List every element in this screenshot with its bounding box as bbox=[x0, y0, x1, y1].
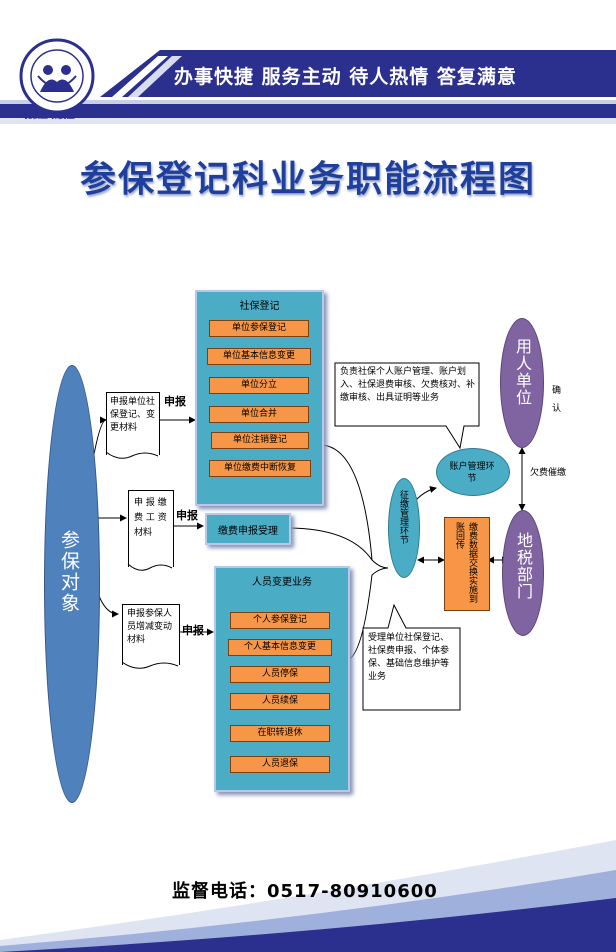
account-note-callout bbox=[334, 362, 480, 450]
personnel-change-panel: 人员变更业务 个人参保登记 个人基本信息变更 人员停保 人员续保 在职转退休 人… bbox=[214, 566, 350, 792]
logo: 促就业 保民生 bbox=[10, 36, 104, 126]
doc-wave bbox=[121, 661, 179, 669]
payment-declare-panel: 缴费申报受理 bbox=[205, 513, 291, 545]
personal-basic-info-change: 个人基本信息变更 bbox=[228, 639, 332, 656]
unit-payment-interrupt-restore: 单位缴费中断恢复 bbox=[209, 460, 311, 477]
phone-number: 0517-80910600 bbox=[267, 881, 438, 902]
personnel-continue-insurance: 人员续保 bbox=[230, 693, 330, 710]
page-title: 参保登记科业务职能流程图 bbox=[79, 158, 536, 200]
collection-note-callout bbox=[362, 604, 461, 711]
account-note: 负责社保个人账户管理、账户划入、社保退费审核、欠费核对、补缴审核、出具证明等业务 bbox=[340, 367, 476, 403]
unit-merge: 单位合并 bbox=[209, 406, 309, 423]
collection-node bbox=[388, 478, 420, 578]
payment-declare-title: 缴费申报受理 bbox=[218, 526, 278, 537]
personnel-stop-insurance: 人员停保 bbox=[230, 666, 330, 683]
doc3-text: 申报参保人员增减变动材料 bbox=[127, 609, 173, 645]
account-node bbox=[436, 448, 510, 496]
in-service-to-retirement: 在职转退休 bbox=[230, 725, 330, 742]
declare-label-2: 申报 bbox=[176, 509, 198, 522]
footer-waves bbox=[0, 840, 616, 952]
subject-label: 参保对象 bbox=[58, 530, 80, 614]
employer-ellipse bbox=[500, 318, 544, 448]
tax-dept-label: 地税部门 bbox=[514, 532, 533, 600]
data-exchange-box bbox=[444, 517, 490, 611]
arrears-label: 欠费催缴 bbox=[530, 468, 567, 478]
collection-note: 受理单位社保登记、社保费申报、个体参保、基础信息维护等业务 bbox=[368, 633, 450, 682]
personal-enroll-registration: 个人参保登记 bbox=[230, 612, 330, 629]
doc-wave bbox=[105, 451, 159, 459]
social-registration-panel: 社保登记 单位参保登记 单位基本信息变更 单位分立 单位合并 单位注销登记 单位… bbox=[195, 290, 324, 506]
logo-slogan: 促就业 保民生 bbox=[24, 111, 75, 120]
phone-label: 监督电话： bbox=[172, 881, 267, 902]
document-payment-salary bbox=[128, 490, 174, 567]
social-registration-title: 社保登记 bbox=[239, 301, 280, 312]
doc1-text: 申报单位社保登记、变更材料 bbox=[110, 397, 156, 433]
data-exchange-label: 缴费数据交换实施到账回传 bbox=[454, 522, 477, 603]
declare-label-3: 申报 bbox=[182, 624, 204, 637]
collection-node-label: 征缴管理环节 bbox=[398, 490, 408, 544]
unit-enroll-registration: 单位参保登记 bbox=[209, 320, 309, 337]
personnel-change-title: 人员变更业务 bbox=[252, 577, 312, 588]
unit-split: 单位分立 bbox=[209, 377, 309, 394]
unit-cancel-registration: 单位注销登记 bbox=[211, 432, 309, 449]
confirm-label: 确认 bbox=[552, 386, 562, 414]
doc-wave bbox=[127, 563, 173, 571]
supervision-phone: 监督电话：0517-80910600 bbox=[172, 877, 438, 903]
header-band bbox=[0, 0, 616, 128]
doc2-text: 申 报 缴费 工 资 材料 bbox=[134, 498, 167, 538]
declare-label-1: 申报 bbox=[164, 395, 186, 408]
document-unit-registration bbox=[106, 392, 160, 455]
subject-ellipse bbox=[44, 365, 100, 803]
document-personnel-change bbox=[122, 604, 180, 665]
account-node-label: 账户管理环节 bbox=[449, 462, 495, 484]
tax-dept-ellipse bbox=[502, 510, 544, 636]
personnel-withdraw-insurance: 人员退保 bbox=[230, 756, 330, 773]
employer-label: 用人单位 bbox=[513, 338, 532, 406]
header-slogan: 办事快捷 服务主动 待人热情 答复满意 bbox=[174, 66, 517, 88]
unit-basic-info-change: 单位基本信息变更 bbox=[207, 348, 311, 365]
